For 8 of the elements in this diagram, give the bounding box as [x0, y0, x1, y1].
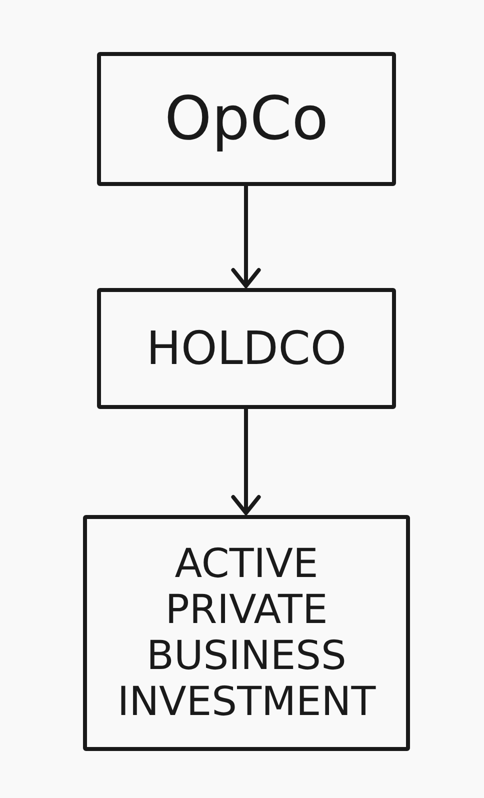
arrow — [231, 186, 261, 288]
process-box — [97, 52, 396, 186]
box-label: ACTIVE PRIVATE BUSINESS INVESTMENT — [116, 541, 377, 725]
process-box — [83, 515, 410, 751]
box-label: OpCo — [164, 86, 330, 152]
box-label: HOLDCO — [145, 323, 348, 374]
arrow — [231, 409, 261, 515]
process-box — [97, 288, 396, 409]
